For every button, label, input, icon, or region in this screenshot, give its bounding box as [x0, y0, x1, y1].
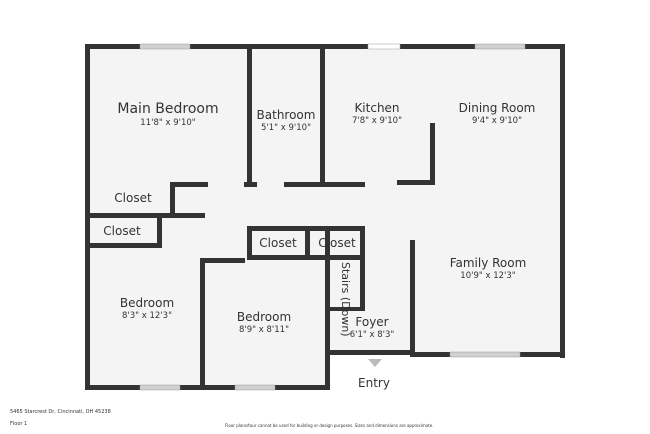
room-name: Main Bedroom — [117, 101, 219, 117]
room-name: Closet — [318, 236, 356, 250]
room-dims: 11'8" x 9'10" — [140, 118, 196, 128]
room-name: Bathroom — [256, 108, 316, 122]
room-closet: Closet — [103, 224, 140, 238]
disclaimer: Floor plans/tour cannot be used for buil… — [225, 423, 434, 428]
room-name: Bedroom — [119, 296, 175, 310]
room-closet: Closet — [318, 236, 355, 250]
room-family-room: Family Room 10'9" x 12'3" — [450, 256, 527, 281]
room-kitchen: Kitchen 7'8" x 9'10" — [352, 101, 402, 126]
room-dims: 6'1" x 8'3" — [349, 330, 395, 340]
room-foyer: Foyer 6'1" x 8'3" — [350, 315, 395, 340]
room-dims: 5'1" x 9'10" — [261, 123, 311, 133]
room-name: Dining Room — [458, 101, 536, 115]
room-main-bedroom: Main Bedroom 11'8" x 9'10" — [117, 101, 218, 128]
room-closet: Closet — [259, 236, 296, 250]
stairs-down: Stairs (Down) — [339, 262, 352, 337]
room-name: Foyer — [355, 315, 389, 329]
floor-label: Floor 1 — [10, 421, 28, 427]
room-dims: 10'9" x 12'3" — [460, 271, 516, 281]
room-name: Bedroom — [236, 310, 292, 324]
room-dims: 8'3" x 12'3" — [122, 311, 172, 321]
address: 5465 Starcrest Dr, Cincinnati, OH 45238 — [10, 409, 111, 415]
room-bedroom: Bedroom 8'3" x 12'3" — [120, 296, 174, 321]
room-name: Closet — [103, 224, 141, 238]
room-bathroom: Bathroom 5'1" x 9'10" — [257, 108, 316, 133]
room-name: Closet — [259, 236, 297, 250]
entry-arrow-icon — [368, 359, 382, 367]
room-bedroom: Bedroom 8'9" x 8'11" — [237, 310, 291, 335]
room-dims: 9'4" x 9'10" — [472, 116, 522, 126]
room-name: Family Room — [449, 256, 527, 270]
room-name: Kitchen — [354, 101, 400, 115]
room-name: Closet — [114, 191, 152, 205]
room-dims: 7'8" x 9'10" — [352, 116, 402, 126]
entry-label: Entry — [358, 376, 390, 390]
room-closet: Closet — [114, 191, 151, 205]
windows — [139, 43, 526, 391]
room-dining-room: Dining Room 9'4" x 9'10" — [459, 101, 536, 126]
room-dims: 8'9" x 8'11" — [239, 325, 289, 335]
walls — [85, 44, 565, 390]
